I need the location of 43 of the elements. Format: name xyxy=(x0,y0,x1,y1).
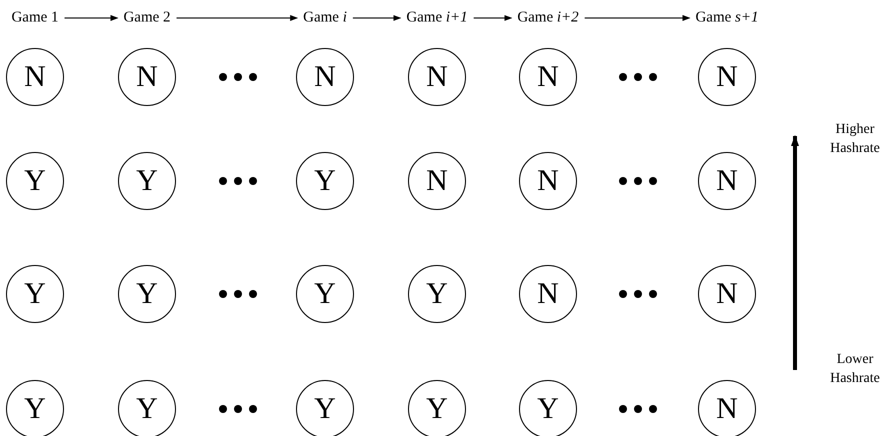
state-circle xyxy=(6,380,64,436)
state-letter: N xyxy=(716,279,738,309)
state-circle xyxy=(519,380,577,436)
state-letter: Y xyxy=(426,394,448,424)
state-letter: N xyxy=(537,62,559,92)
state-letter: N xyxy=(537,166,559,196)
state-letter: Y xyxy=(136,394,158,424)
state-letter: N xyxy=(716,166,738,196)
arrow xyxy=(64,15,118,21)
state-letter: N xyxy=(426,62,448,92)
axis-label: Higher Hashrate xyxy=(829,121,881,158)
arrow xyxy=(176,15,298,21)
axis-label: Lower Hashrate xyxy=(829,351,881,388)
game-label: Game s+1 xyxy=(695,10,759,26)
game-label: Game 2 xyxy=(123,10,171,26)
arrow xyxy=(473,15,512,21)
arrow xyxy=(352,15,402,21)
state-letter: N xyxy=(314,62,336,92)
state-letter: N xyxy=(426,166,448,196)
game-label: Game 1 xyxy=(11,10,59,26)
state-letter: Y xyxy=(426,279,448,309)
state-circle xyxy=(408,380,466,436)
state-letter: N xyxy=(136,62,158,92)
arrow xyxy=(584,15,690,21)
state-letter: Y xyxy=(136,166,158,196)
state-letter: Y xyxy=(136,279,158,309)
game-label: Game i+2 xyxy=(517,10,579,26)
game-label: Game i xyxy=(303,10,347,26)
state-letter: Y xyxy=(314,279,336,309)
state-letter: N xyxy=(716,62,738,92)
game-label: Game i+1 xyxy=(406,10,468,26)
state-letter: N xyxy=(716,394,738,424)
state-letter: Y xyxy=(314,394,336,424)
state-circle xyxy=(296,380,354,436)
state-letter: Y xyxy=(24,279,46,309)
state-circle xyxy=(698,380,756,436)
state-letter: N xyxy=(24,62,46,92)
state-letter: Y xyxy=(314,166,336,196)
state-letter: Y xyxy=(24,166,46,196)
state-letter: N xyxy=(537,279,559,309)
state-circle xyxy=(118,380,176,436)
state-letter: Y xyxy=(24,394,46,424)
state-letter: Y xyxy=(537,394,559,424)
